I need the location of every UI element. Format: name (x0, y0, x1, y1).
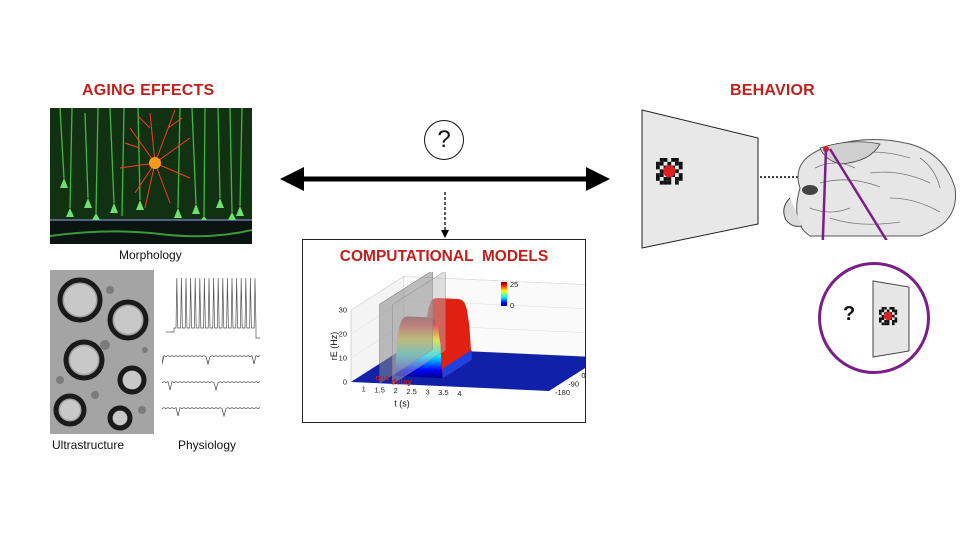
synaptic-trace (162, 407, 260, 418)
zoom-question-mark: ? (843, 303, 856, 325)
synaptic-trace (162, 355, 260, 366)
y-tick-label: 0 (581, 371, 585, 380)
colorbar-min-label: 0 (510, 301, 514, 310)
z-tick-label: 30 (339, 306, 347, 315)
stimulus-dot (883, 311, 893, 321)
z-tick-label: 0 (343, 378, 347, 387)
physiology-traces (162, 272, 260, 434)
cue-annotation: cue (375, 373, 389, 382)
y-tick-label: -90 (568, 380, 579, 389)
z-tick-label: 20 (339, 330, 347, 339)
zoom-circle: ? (818, 262, 930, 374)
y-tick-label: -180 (555, 388, 570, 397)
morphology-image (50, 108, 252, 244)
x-tick-label: 3 (425, 387, 429, 396)
monkey-head-icon (783, 139, 957, 240)
colorbar-max-label: 25 (510, 280, 518, 289)
x-tick-label: 2 (394, 386, 398, 395)
behavior-heading: BEHAVIOR (730, 82, 815, 99)
x-tick-label: 4 (457, 389, 461, 398)
x-tick-label: 3.5 (438, 388, 448, 397)
z-axis-label: rE (Hz) (329, 332, 339, 361)
computational-models-box: COMPUTATIONAL MODELS 0 10 20 30 1 1.5 2 2.5 3 3.5… (302, 239, 586, 423)
physiology-caption: Physiology (178, 438, 237, 452)
x-tick-label: 2.5 (406, 387, 416, 396)
models-heading: COMPUTATIONAL MODELS (339, 248, 549, 265)
delay-plane (392, 272, 446, 385)
stimulus-dot (663, 165, 676, 178)
x-tick-label: 1 (362, 385, 366, 394)
ultrastructure-image (50, 270, 154, 434)
question-mark-text: ? (437, 126, 451, 153)
x-axis-label: t (s) (394, 398, 410, 408)
bidirectional-arrow (280, 167, 610, 191)
x-tick-label: 1.5 (374, 385, 384, 394)
morphology-caption: Morphology (119, 248, 182, 262)
dashed-down-arrow (441, 192, 449, 238)
spike-trace (166, 277, 260, 339)
screen-stimulus-icon (641, 109, 759, 249)
synaptic-trace (162, 381, 260, 392)
z-tick-label: 10 (339, 354, 347, 363)
colorbar (501, 282, 507, 306)
cue-plane (379, 272, 433, 384)
ultrastructure-caption: Ultrastructure (52, 438, 125, 452)
aging-effects-heading: AGING EFFECTS (82, 82, 215, 99)
question-circle-icon: ? (424, 120, 464, 160)
mini-screen-icon (872, 280, 910, 358)
delay-annotation: delay (391, 377, 412, 386)
